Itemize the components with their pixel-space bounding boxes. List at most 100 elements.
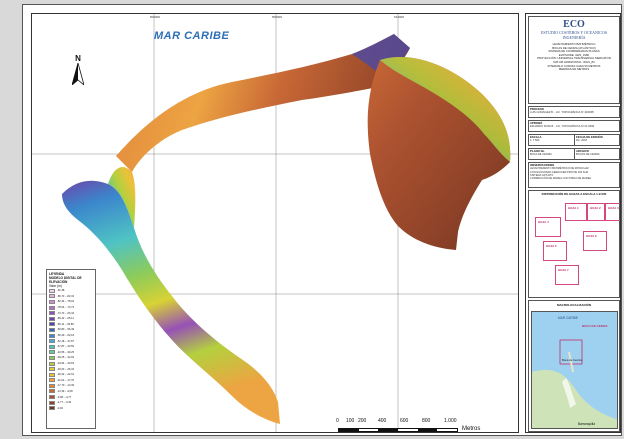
bend-zone: [108, 167, 136, 228]
north-letter: N: [75, 54, 81, 63]
legend-item: -13,39 - -9,08: [49, 389, 93, 395]
sheet-label: HOJA 3: [608, 206, 619, 210]
aprobo-value: EDUARDO SOSA B. - LIC. TOPOGRÁFICA Nº 01…: [530, 125, 595, 129]
legend-swatch: [49, 383, 55, 388]
legend-label: -69,42 - -65,11: [57, 317, 74, 321]
legend-swatch: [49, 355, 55, 360]
legend-item: -86,73 - -82,34: [49, 294, 93, 300]
sheet-1[interactable]: HOJA 1: [565, 203, 587, 221]
legend-item: -82,34 - -78,04: [49, 299, 93, 305]
observacion-line: LEVANTAMIENTO BATIMÉTRICO DE MONO HAZ: [530, 167, 589, 171]
legend-label: -22,01 - -17,70: [57, 378, 75, 382]
legend-subtitle: MODELO DIGITAL DE ELEVACIÓN: [49, 276, 82, 284]
sheet-label: HOJA 6: [586, 234, 597, 238]
legend-item: -60,80 - -56,49: [49, 327, 93, 333]
sheet-label: HOJA 2: [590, 206, 601, 210]
observaciones-label: OBSERVACIONES: [530, 163, 555, 167]
legend-item: -22,01 - -17,70: [49, 378, 93, 384]
sheet-distribution-title: DISTRIBUCIÓN DE HOJAS A ESCALA 1:2.000: [541, 192, 607, 196]
title-block: ECO ESTUDIO COSTEROS Y OCEANICOS INGENIE…: [528, 16, 620, 104]
legend-label: -47,87 - -43,56: [57, 345, 75, 349]
legend-title: LEYENDA: [49, 272, 65, 276]
legend-label: -56,49 - -52,18: [57, 334, 75, 338]
sheet-7[interactable]: HOJA 7: [555, 265, 579, 285]
legend-label: -4,77 - -0,46: [57, 401, 72, 405]
escala-fecha-row: ESCALA 1: 7.500 FECHA DE EDICIÓN Dic. 20…: [528, 134, 620, 146]
scale-label: 400: [378, 418, 387, 424]
legend-swatch: [49, 400, 55, 405]
scale-label: 1.000: [444, 418, 457, 424]
legend-swatch: [49, 350, 55, 355]
legend-label: -34,94 - -30,63: [57, 362, 75, 366]
legend-item: -17,70 - -13,39: [49, 383, 93, 389]
legend-swatch: [49, 305, 55, 310]
observacion-line: CON ECOSONDA CEEDUCER PRO DE 200 KHZ: [530, 170, 589, 174]
legend-item: -9,08 - -4,77: [49, 394, 93, 400]
archivo-cell: ARCHIVO BOCAS DE CENIZA: [575, 149, 620, 159]
title-line: MEDIDAS EN METROS: [558, 67, 590, 72]
sheet-distribution: DISTRIBUCIÓN DE HOJAS A ESCALA 1:2.000 H…: [528, 190, 620, 298]
legend-item: -52,18 - -47,87: [49, 338, 93, 344]
legend-swatch: [49, 344, 55, 349]
legend-label: -86,73 - -82,34: [57, 294, 75, 298]
inset-land: [532, 339, 617, 428]
archivo-label: ARCHIVO: [576, 149, 589, 153]
legend-item: -65,11 - -60,80: [49, 322, 93, 328]
legend-label: -82,34 - -78,04: [57, 300, 75, 304]
legend-label: -91,38: [57, 289, 65, 293]
legend-item: -34,94 - -30,63: [49, 361, 93, 367]
escala-value: 1: 7.500: [530, 139, 540, 143]
title-line: SISTEMA DE COORDENADAS PLANAS: [548, 49, 600, 54]
escala-label: ESCALA: [530, 135, 542, 139]
proceso-value: LUIS GONZALEZ B. - LIC. TOPOGRÁFICA Nº 1…: [530, 111, 594, 115]
legend-swatch: [49, 378, 55, 383]
fecha-cell: FECHA DE EDICIÓN Dic. 2018: [575, 135, 620, 145]
company-name: ESTUDIO COSTEROS Y OCEANICOS: [540, 30, 608, 35]
legend-swatch: [49, 395, 55, 400]
archivo-value: BOCAS DE CENIZA: [576, 153, 600, 157]
legend-label: -26,32 - -22,01: [57, 373, 75, 377]
scale-label: 600: [400, 418, 409, 424]
legend-swatch: [49, 372, 55, 377]
sheet-label: HOJA 4: [538, 220, 549, 224]
legend: LEYENDA MODELO DIGITAL DE ELEVACIÓN Valo…: [46, 269, 96, 429]
legend-label: -39,25 - -34,94: [57, 356, 75, 360]
sheet-6[interactable]: HOJA 6: [583, 231, 607, 251]
legend-swatch: [49, 288, 55, 293]
sheet-5[interactable]: HOJA 5: [543, 241, 567, 261]
sheet-2[interactable]: HOJA 2: [587, 203, 605, 221]
sheet-3[interactable]: HOJA 3: [605, 203, 620, 221]
legend-label: -60,80 - -56,49: [57, 328, 75, 332]
company-division: INGENIERÍA: [562, 35, 586, 40]
title-line: BOCAS DE CENIZA (ATLÁNTICO): [552, 45, 596, 50]
observacion-line: SISTEMA GPS RTK: [530, 173, 554, 177]
scale-label: 0: [336, 418, 339, 424]
legend-label: -65,11 - -60,80: [57, 322, 74, 326]
scale-label: 200: [358, 418, 367, 424]
plano-cell: PLANO No BOCA DE CENIZA: [529, 149, 575, 159]
title-line: DATUM HORIZONTAL: WGS_84: [553, 59, 595, 64]
sheet-4[interactable]: HOJA 4: [535, 217, 561, 237]
scale-label: 800: [422, 418, 431, 424]
legend-item: -43,56 - -39,25: [49, 350, 93, 356]
inset-site-label: Boca de Ceniza: [562, 358, 582, 362]
location-map: MACROLOCALIZACIÓN MAR CARIBE BOCA DE CEN…: [528, 300, 620, 432]
legend-swatch: [49, 389, 55, 394]
coord-tick: 510000: [394, 15, 405, 19]
map-frame[interactable]: 500000 505000 510000 MAR CARIBE N LEYEND…: [31, 13, 519, 433]
legend-swatch: [49, 327, 55, 332]
proceso-cell: PROCESO LUIS GONZALEZ B. - LIC. TOPOGRÁF…: [528, 106, 620, 118]
legend-swatch: [49, 322, 55, 327]
sheet-label: HOJA 5: [546, 244, 557, 248]
legend-item: -39,25 - -34,94: [49, 355, 93, 361]
sheet-label: HOJA 1: [568, 206, 579, 210]
inset-city-label: Barranquilla: [578, 422, 596, 426]
proceso-label: PROCESO: [530, 107, 544, 111]
scale-label: 100: [346, 418, 355, 424]
legend-label: -0,46: [57, 406, 63, 410]
legend-item: -78,04 - -73,73: [49, 305, 93, 311]
inset-map[interactable]: MAR CARIBE BOCA DE CENIZA Boca de Ceniza…: [531, 311, 618, 429]
legend-item: -4,77 - -0,46: [49, 400, 93, 406]
legend-label: -52,18 - -47,87: [57, 339, 75, 343]
title-line: LEVANTAMIENTO BATIMÉTRICO: [552, 42, 596, 46]
